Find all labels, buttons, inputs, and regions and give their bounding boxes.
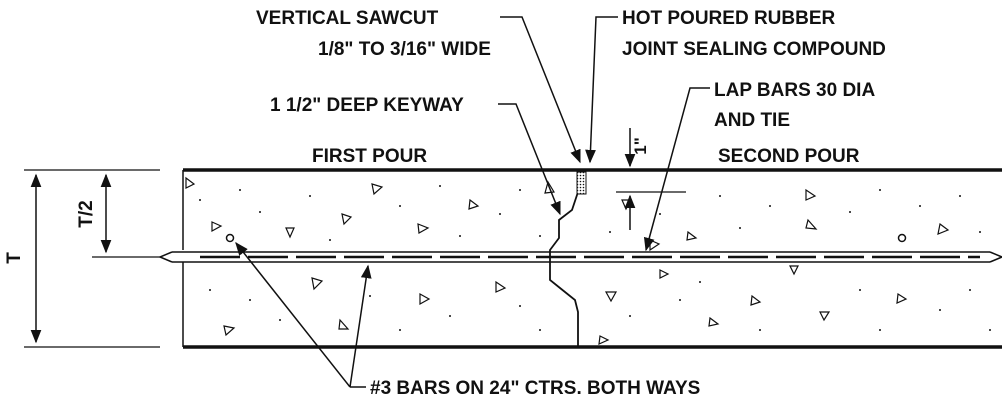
- second-pour-label: SECOND POUR: [718, 146, 860, 167]
- keyway-leader: [498, 103, 561, 216]
- first-pour-label: FIRST POUR: [312, 146, 427, 167]
- half-thickness-label: T/2: [76, 200, 97, 227]
- thickness-label: T: [4, 252, 25, 264]
- keyway-label: 1 1/2" DEEP KEYWAY: [270, 95, 464, 116]
- sawcut-label-line2: 1/8" TO 3/16" WIDE: [318, 39, 491, 60]
- joint-sealant: [576, 171, 587, 195]
- thickness-dimension: [24, 169, 160, 348]
- bars-leader-right: [349, 264, 372, 388]
- bar-break-right: [989, 251, 1002, 263]
- slab-outline: [182, 168, 1002, 349]
- one-inch-label: 1": [631, 137, 650, 155]
- sealant-label-line2: JOINT SEALING COMPOUND: [622, 39, 886, 60]
- bar-section-left: [225, 233, 235, 243]
- sawcut-label-line1: VERTICAL SAWCUT: [256, 8, 439, 29]
- sealant-leader: [585, 16, 618, 164]
- lap-bars-label-line2: AND TIE: [714, 110, 790, 131]
- concrete-aggregate-pattern: [185, 176, 950, 345]
- sealant-label-line1: HOT POURED RUBBER: [622, 8, 836, 29]
- bars-leader-left: [235, 241, 351, 388]
- concrete-dot-pattern: [199, 185, 991, 331]
- leader-lines: [235, 16, 710, 388]
- sawcut-leader: [500, 16, 581, 164]
- bars-note-label: #3 BARS ON 24" CTRS. BOTH WAYS: [370, 378, 700, 399]
- reinforcing-bars: [158, 233, 1002, 263]
- keyway-joint-line: [549, 170, 579, 347]
- bar-break-left: [158, 251, 173, 263]
- lap-bars-leader: [643, 87, 710, 252]
- lap-bars-label-line1: LAP BARS 30 DIA: [714, 80, 875, 101]
- bar-section-right: [897, 233, 907, 243]
- one-inch-dimension: [616, 128, 686, 230]
